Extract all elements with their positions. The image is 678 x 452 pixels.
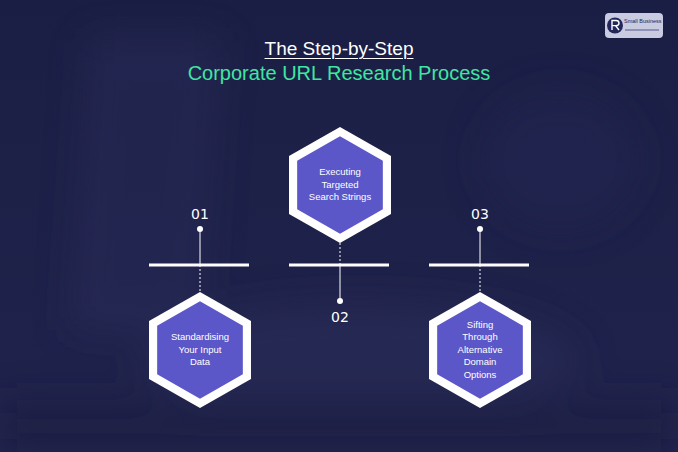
blurred-photo [0,40,678,452]
step-hexagon: Sifting Through Alternative Domain Optio… [429,292,531,408]
logo-badge [605,13,663,38]
diagram-subtitle: Corporate URL Research Process [0,62,678,85]
hexagon-border [149,292,251,408]
leader-line [200,265,201,292]
leader-line [480,229,481,265]
timeline-dot [337,298,343,304]
step-label: Sifting Through Alternative Domain Optio… [448,319,512,381]
timeline-dot [197,226,203,232]
hexagon-fill [437,301,523,398]
timeline-bar [289,264,389,267]
hexagon-border [289,127,391,243]
logo [605,13,663,38]
hexagon-fill [297,136,383,233]
timeline-bar [149,264,249,267]
step-label: Standardising Your Input Data [168,331,232,368]
step-label: Executing Targeted Search Strings [308,166,372,203]
hexagon-border [429,292,531,408]
step-number: 01 [180,206,220,222]
step-number: 03 [460,206,500,222]
hexagon-fill [157,301,243,398]
logo-text: Small Business [624,18,664,24]
leader-line [200,229,201,265]
text-holder: Sifting Through Alternative Domain Optio… [429,292,531,408]
text-holder: Standardising Your Input Data [149,292,251,408]
text-holder: Executing Targeted Search Strings [289,127,391,243]
logo-mark [607,18,623,34]
logo-glyph [612,21,619,31]
step-number: 02 [320,309,360,325]
logo-subline [625,29,659,31]
step-hexagon: Executing Targeted Search Strings [289,127,391,243]
leader-line [340,243,341,265]
step-hexagon: Standardising Your Input Data [149,292,251,408]
leader-line [340,265,341,301]
diagram-title: The Step-by-Step [0,38,678,60]
timeline-dot [477,226,483,232]
leader-line [480,265,481,292]
timeline-bar [429,264,529,267]
